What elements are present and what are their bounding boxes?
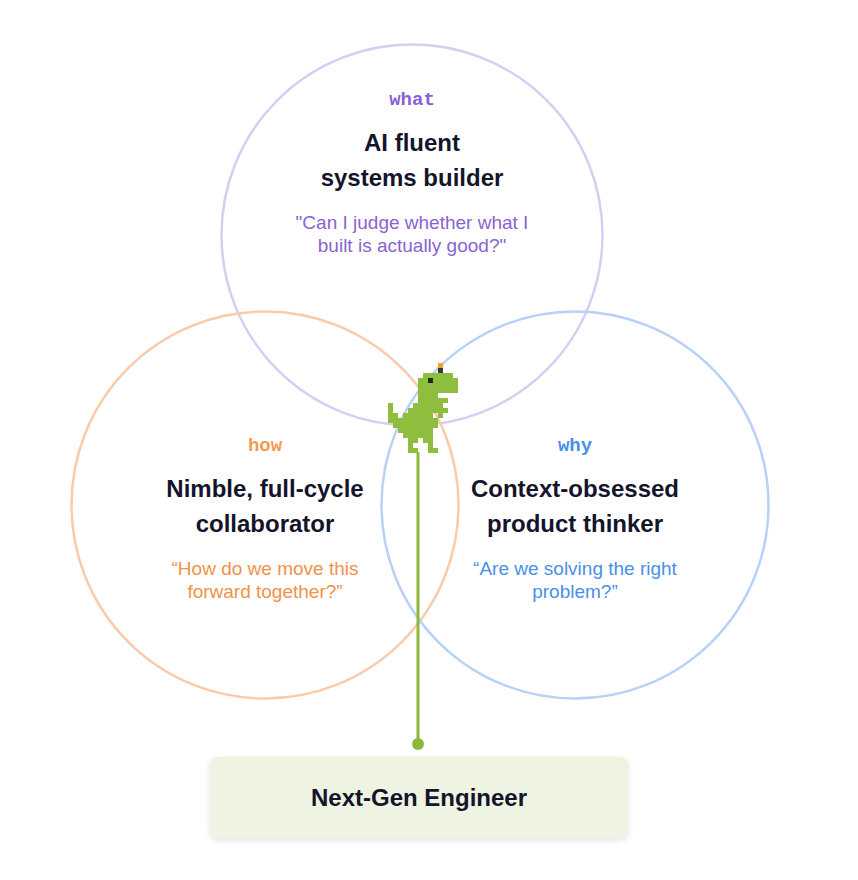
circle-quote: “How do we move this forward together?” — [149, 557, 381, 603]
circle-outline — [70, 310, 460, 700]
leader-line — [417, 452, 420, 744]
leader-dot — [412, 738, 424, 750]
box-label: Next-Gen Engineer — [311, 783, 527, 813]
circle-text-group: whyContext-obsessed product thinker “Are … — [420, 434, 730, 603]
circle-stroke — [382, 312, 769, 699]
circle-label: what — [262, 88, 562, 112]
circle-stroke — [72, 312, 459, 699]
circle-text-group: howNimble, full-cycle collaborator “How d… — [110, 434, 420, 603]
circle-label: how — [115, 434, 415, 458]
circle-quote: "Can I judge whether what I built is act… — [290, 211, 535, 257]
circle-stroke — [222, 45, 603, 426]
circle-quote: “Are we solving the right problem?” — [473, 557, 678, 603]
circle-title: Nimble, full-cycle collaborator — [140, 471, 390, 541]
venn-circle: what AI fluent systems builder "Can I judg… — [220, 43, 604, 427]
circle-title: AI fluent systems builder — [316, 125, 508, 195]
result-box: Next-Gen Engineer — [210, 757, 628, 838]
circle-label: why — [425, 434, 725, 458]
circle-text-group: what AI fluent systems builder "Can I judg… — [260, 88, 564, 257]
circle-title: Context-obsessed product thinker — [445, 471, 705, 541]
venn-circle: howNimble, full-cycle collaborator “How d… — [70, 310, 460, 700]
